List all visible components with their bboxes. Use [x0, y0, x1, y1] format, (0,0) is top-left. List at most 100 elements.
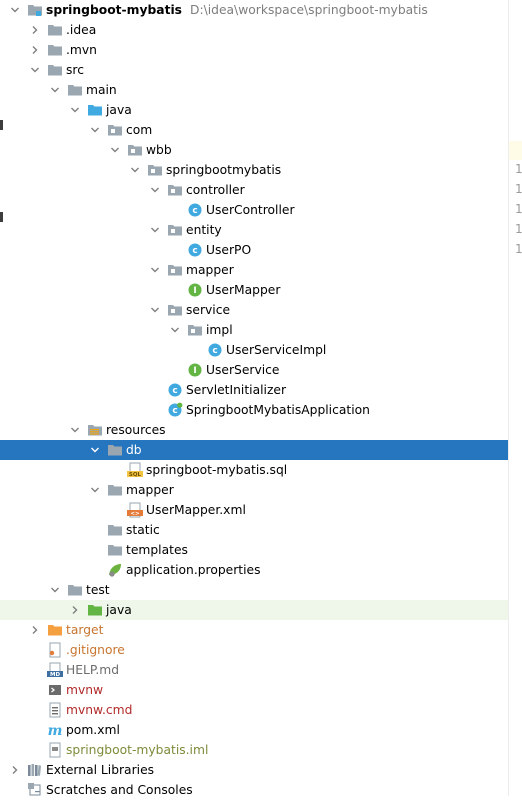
svg-text:SQL: SQL — [129, 472, 142, 478]
tree-item-label: External Libraries — [46, 763, 155, 777]
tree-row[interactable]: java — [0, 100, 508, 120]
chevron-right-icon[interactable] — [29, 20, 41, 40]
svg-text:I: I — [193, 366, 196, 376]
tree-row[interactable]: mvnw.cmd — [0, 700, 508, 720]
chevron-down-icon[interactable] — [89, 120, 101, 140]
chevron-down-icon[interactable] — [89, 480, 101, 500]
tree-item-label: controller — [186, 183, 245, 197]
tree-item-label: com — [126, 123, 153, 137]
tree-item-label: Scratches and Consoles — [46, 783, 193, 797]
chevron-down-icon[interactable] — [149, 300, 161, 320]
line-number: 1 — [515, 182, 522, 196]
tree-row[interactable]: .mvn — [0, 40, 508, 60]
tree-item-label: target — [66, 623, 104, 637]
tree-row[interactable]: templates — [0, 540, 508, 560]
line-number: 1 — [515, 242, 522, 256]
tree-row[interactable]: springboot-mybatis.iml — [0, 740, 508, 760]
iml-icon — [47, 742, 63, 758]
current-line-highlight — [509, 141, 522, 160]
chevron-down-icon[interactable] — [69, 100, 81, 120]
tree-item-label: SpringbootMybatisApplication — [186, 403, 370, 417]
tree-row[interactable]: External Libraries — [0, 760, 508, 780]
xml-icon: <> — [127, 502, 143, 518]
svg-text:c: c — [172, 386, 177, 396]
tree-row[interactable]: application.properties — [0, 560, 508, 580]
chevron-down-icon[interactable] — [109, 140, 121, 160]
left-edge-marker — [0, 212, 3, 222]
tree-row[interactable]: wbb — [0, 140, 508, 160]
tree-item-label: templates — [126, 543, 188, 557]
chevron-down-icon[interactable] — [149, 180, 161, 200]
tree-row[interactable]: controller — [0, 180, 508, 200]
md-icon: MD — [47, 662, 63, 678]
tree-row[interactable]: <>UserMapper.xml — [0, 500, 508, 520]
chevron-down-icon[interactable] — [169, 320, 181, 340]
tree-row[interactable]: springbootmybatis — [0, 160, 508, 180]
chevron-right-icon[interactable] — [69, 600, 81, 620]
tree-row[interactable]: com — [0, 120, 508, 140]
tree-item-label: java — [106, 603, 132, 617]
chevron-down-icon[interactable] — [49, 580, 61, 600]
chevron-down-icon[interactable] — [49, 80, 61, 100]
chevron-down-icon[interactable] — [89, 440, 101, 460]
tree-row[interactable]: test — [0, 580, 508, 600]
tree-row[interactable]: mvnw — [0, 680, 508, 700]
tree-item-label: UserServiceImpl — [226, 343, 327, 357]
chevron-right-icon[interactable] — [9, 760, 21, 780]
tree-item-label: static — [126, 523, 160, 537]
tree-item-label: .gitignore — [66, 643, 125, 657]
tree-row[interactable]: .idea — [0, 20, 508, 40]
tree-row[interactable]: java — [0, 600, 508, 620]
tree-row[interactable]: static — [0, 520, 508, 540]
tree-item-label: impl — [206, 323, 233, 337]
chevron-down-icon[interactable] — [149, 220, 161, 240]
tree-item-label: wbb — [146, 143, 172, 157]
chevron-down-icon[interactable] — [9, 0, 21, 20]
chevron-right-icon[interactable] — [29, 40, 41, 60]
left-edge-marker — [0, 120, 3, 130]
chevron-down-icon[interactable] — [149, 260, 161, 280]
tree-row[interactable]: impl — [0, 320, 508, 340]
tree-row[interactable]: Scratches and Consoles — [0, 780, 508, 800]
tree-row[interactable]: .gitignore — [0, 640, 508, 660]
tree-row[interactable]: mapper — [0, 480, 508, 500]
chevron-right-icon[interactable] — [29, 620, 41, 640]
gitignore-icon — [47, 642, 63, 658]
class-icon: c — [187, 202, 203, 218]
chevron-down-icon[interactable] — [69, 420, 81, 440]
folder-icon — [107, 442, 123, 458]
tree-row[interactable]: main — [0, 80, 508, 100]
tree-row[interactable]: db — [0, 440, 508, 460]
tree-row[interactable]: mapper — [0, 260, 508, 280]
folder-icon — [47, 62, 63, 78]
folder-icon — [67, 82, 83, 98]
tree-row[interactable]: target — [0, 620, 508, 640]
tree-row[interactable]: entity — [0, 220, 508, 240]
chevron-down-icon[interactable] — [29, 60, 41, 80]
folder-res-icon — [87, 422, 103, 438]
tree-item-label: java — [106, 103, 132, 117]
properties-icon — [107, 562, 123, 578]
tree-row[interactable]: resources — [0, 420, 508, 440]
tree-row[interactable]: service — [0, 300, 508, 320]
folder-icon — [67, 582, 83, 598]
tree-row[interactable]: src — [0, 60, 508, 80]
tree-item-label: springbootmybatis — [166, 163, 282, 177]
line-number: 1 — [515, 222, 522, 236]
tree-item-label: mvnw.cmd — [66, 703, 133, 717]
chevron-down-icon[interactable] — [129, 160, 141, 180]
